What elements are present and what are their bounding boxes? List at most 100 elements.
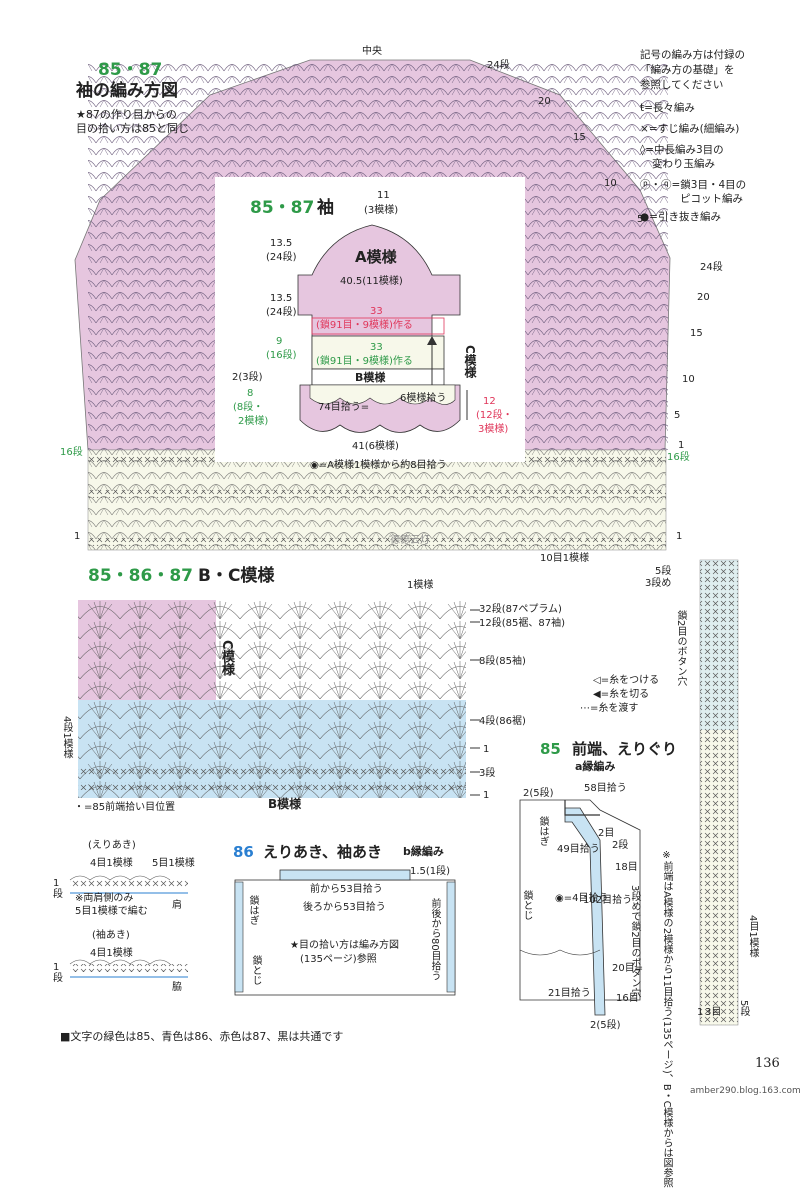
row-label: 24段	[487, 60, 510, 71]
bc-r1: 1	[483, 744, 490, 755]
single-crochet-icon: ×	[640, 123, 649, 135]
row-label: 15	[690, 328, 703, 339]
inset-h6: 12	[483, 396, 496, 407]
e-dan: 段	[53, 889, 63, 900]
bc-r1b: 1	[483, 790, 490, 801]
front-l4: 2段	[612, 840, 629, 851]
front-l11: 20目=	[612, 963, 644, 974]
yarn-cut: ◀=糸を切る	[593, 689, 650, 700]
inset-bottom: 41(6模様)	[352, 441, 399, 452]
inset-h6c: 3模様)	[478, 424, 509, 435]
row-label: 1	[678, 440, 685, 451]
front-l8: 102目拾う	[583, 895, 633, 906]
front-l9: ◉=4目拾う	[555, 893, 609, 904]
front-v3: ※前端はA模様の2模様から11目拾う(135ページ)、B・C模様からは図参照	[661, 850, 672, 1188]
row-label: 5	[674, 410, 681, 421]
legend-s3b: 変わり玉編み	[652, 158, 715, 170]
source-url: amber290.blog.163.com	[690, 1086, 800, 1096]
front-r1: 1	[697, 1007, 704, 1018]
row-label: 10	[604, 178, 617, 189]
sleeve-title: 袖の編み方図	[76, 81, 178, 101]
bc-one-pattern: 1模様	[407, 580, 434, 591]
front-l13: 16目	[616, 993, 639, 1004]
bc-r3: 3段	[479, 768, 496, 779]
diagram-graphics	[69, 59, 739, 1026]
front-l14: 2(5段)	[590, 1020, 621, 1031]
inset-h4: 2(3段)	[232, 372, 263, 383]
front-v1: 3段めで鎖2目のボタン穴	[629, 885, 640, 998]
bc-r8: 8段(85袖)	[479, 656, 526, 667]
neck-m4: 鎖はぎ	[247, 895, 258, 925]
inset-h3b: (16段)	[266, 350, 297, 361]
legend-line1: 記号の編み方は付録の	[640, 49, 745, 61]
attach-icon: ◁	[593, 675, 601, 686]
row-label: 20	[538, 96, 551, 107]
e-shoulder: 肩	[172, 900, 182, 911]
e-title: (えりあき)	[88, 840, 136, 851]
inset-top-w: 11	[377, 190, 390, 201]
row-label: 24段	[700, 262, 723, 273]
front-l6: 18目	[615, 862, 638, 873]
front-diagram	[519, 799, 641, 1001]
front-r3m: 3目	[705, 1007, 722, 1018]
inset-six: 6模様拾う	[400, 393, 447, 404]
front-r5: 5段	[655, 566, 672, 577]
front-l12: 21目拾う	[548, 988, 591, 999]
inset-h1: 13.5	[270, 238, 293, 249]
bc-r32: 32段(87ペプラム)	[479, 604, 562, 615]
sleeve-note-1: ★87の作り目からの	[76, 108, 177, 121]
bc-left-label: 4段1模様	[61, 716, 72, 759]
inset-green-w2: (鎖91目・9模様)作る	[316, 356, 413, 367]
front-r4m: 4目1模様	[747, 915, 758, 958]
inset-red-w2: (鎖91目・9模様)作る	[316, 320, 413, 331]
s-dan: 段	[53, 973, 63, 984]
neck-m1: 1.5(1段)	[410, 866, 451, 877]
inset-h5b: (8段・	[233, 402, 264, 413]
bc-title-num: 85・86・87	[88, 566, 193, 586]
front-l7: 鎖はぎ	[537, 816, 548, 846]
front-r3: 3段め	[645, 578, 672, 589]
color-key-note: ■文字の緑色は85、青色は86、赤色は87、黒は共通です	[60, 1030, 344, 1043]
repeat-label: 10目1模様	[540, 553, 590, 564]
s-l1: 4目1模様	[90, 948, 133, 959]
cut-icon: ◀	[593, 689, 601, 700]
legend-s3: ◊=中長編み3目の	[640, 144, 724, 156]
front-l5: 49目拾う	[557, 844, 600, 855]
neck-sub: b縁編み	[403, 845, 444, 858]
neckline-diagram	[234, 879, 456, 996]
bc-dot-note: ・=85前端拾い目位置	[74, 802, 176, 813]
inset-h6b: (12段・	[476, 410, 513, 421]
neck-m5: 前後から80目拾う	[429, 898, 440, 981]
inset-h5: 8	[247, 388, 254, 399]
inset-pick: 74目拾う=	[318, 402, 370, 413]
front-r5b: 5段	[738, 1000, 749, 1017]
neck-m2: 前から53目拾う	[310, 884, 383, 895]
legend-s1: ŧ=長々編み	[640, 102, 695, 114]
neck-m8: 鎖とじ	[250, 955, 261, 985]
s-title: (袖あき)	[92, 930, 130, 941]
legend-s2: ×=すじ編み(細編み)	[640, 123, 740, 135]
inset-green-w: 33	[370, 342, 383, 353]
picot-icon: ⓟ・ⓠ	[640, 179, 672, 191]
inset-width1: 40.5(11模様)	[340, 276, 403, 287]
inset-h2: 13.5	[270, 293, 293, 304]
legend-line2: 「編み方の基礎」を	[640, 64, 735, 76]
row-label: 1	[676, 531, 683, 542]
double-treble-icon: ŧ	[640, 102, 645, 114]
sleeve-title-num: 85・87	[98, 60, 163, 80]
inset-a-pattern: A模様	[355, 248, 397, 266]
neck-m6: ★目の拾い方は編み方図	[290, 940, 399, 951]
row-label: 20	[697, 292, 710, 303]
inset-h2b: (24段)	[266, 307, 297, 318]
e-l2: 5目1模様	[152, 858, 195, 869]
front-v2: 鎖2目のボタン穴	[675, 610, 686, 687]
bc-title: B・C模様	[198, 566, 275, 586]
front-title: 前端、えりぐり	[572, 740, 678, 758]
inset-h3: 9	[276, 336, 283, 347]
legend-s5: ●=引き抜き編み	[640, 211, 721, 223]
inset-c-pattern: C模様	[463, 345, 477, 378]
inset-h1b: (24段)	[266, 252, 297, 263]
row-label: 1	[74, 531, 81, 542]
inset-h5c: 2模様)	[238, 416, 269, 427]
neck-m7: (135ページ)参照	[300, 954, 377, 965]
